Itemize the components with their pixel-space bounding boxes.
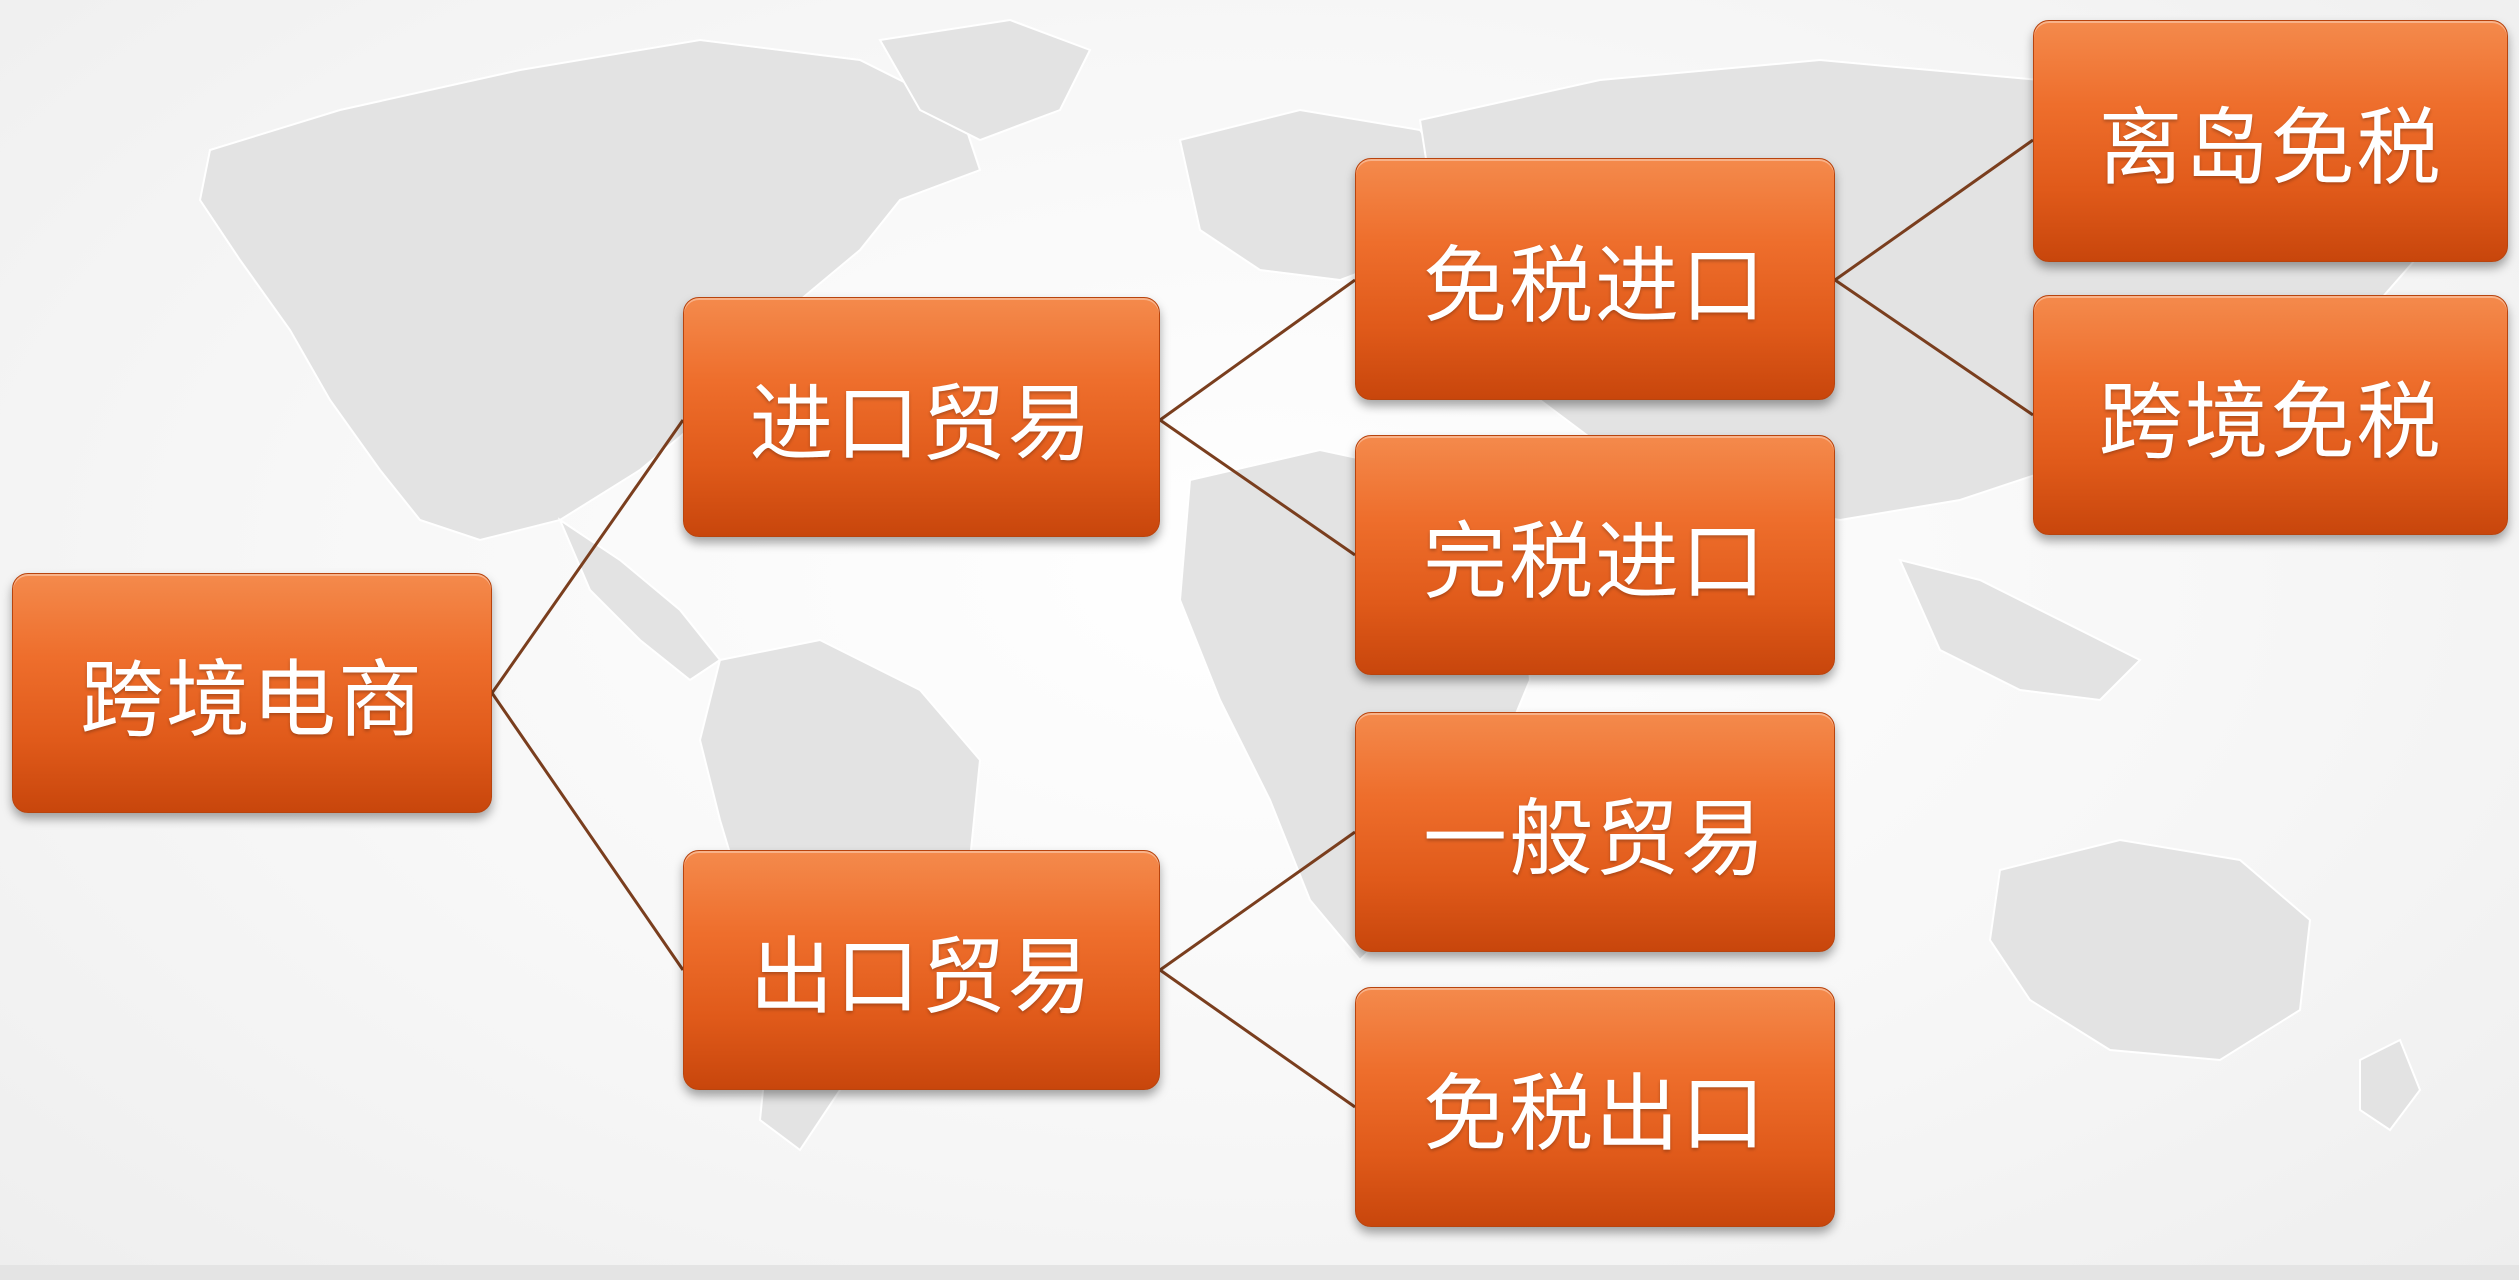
- edge-root-export: [490, 692, 685, 971]
- edge-dutyfree-import-crossborder: [1834, 278, 2034, 417]
- node-dutypaid-import: 完税进口: [1355, 435, 1835, 675]
- node-root-cross-border-ecommerce: 跨境电商: [12, 573, 492, 813]
- node-crossborder-dutyfree: 跨境免税: [2033, 295, 2508, 535]
- edge-root-import: [490, 419, 685, 694]
- edge-export-general-trade: [1159, 830, 1356, 972]
- node-dutyfree-import: 免税进口: [1355, 158, 1835, 400]
- edge-dutyfree-import-island: [1834, 138, 2034, 282]
- node-dutyfree-export: 免税出口: [1355, 987, 1835, 1227]
- node-import-trade: 进口贸易: [683, 297, 1160, 537]
- bottom-strip: [0, 1265, 2519, 1280]
- edge-export-dutyfree-export: [1159, 968, 1356, 1109]
- node-general-trade: 一般贸易: [1355, 712, 1835, 952]
- map-new-zealand: [2359, 1038, 2422, 1132]
- edge-import-dutyfree-import: [1159, 278, 1356, 422]
- map-central-america: [557, 517, 722, 682]
- edge-import-dutypaid-import: [1159, 418, 1356, 557]
- map-southeast-asia: [1898, 558, 2142, 702]
- node-export-trade: 出口贸易: [683, 850, 1160, 1090]
- map-greenland: [878, 18, 1092, 142]
- map-australia: [1988, 838, 2312, 1062]
- node-island-dutyfree: 离岛免税: [2033, 20, 2508, 262]
